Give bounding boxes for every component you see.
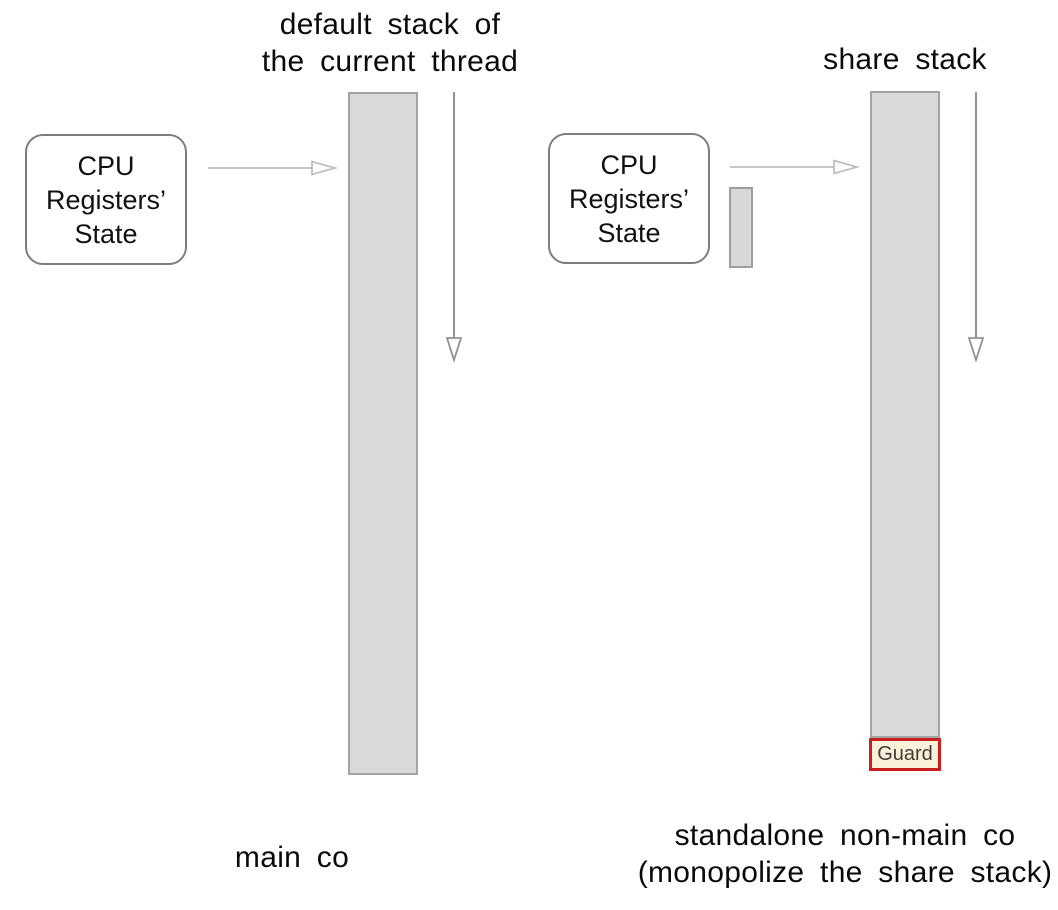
cpu-registers-box-right: CPU Registers’ State [548, 133, 710, 264]
share-stack-rect [870, 91, 940, 738]
guard-badge: Guard [869, 738, 941, 771]
main-co-caption: main co [234, 841, 350, 874]
guard-label: Guard [877, 743, 933, 765]
left-stack-title-line1: default stack of [279, 8, 501, 41]
standalone-co-caption: standalone non-main co (monopolize the s… [595, 817, 1058, 891]
standalone-co-caption-line1: standalone non-main co [674, 819, 1016, 852]
left-stack-title-line2: the current thread [261, 45, 519, 78]
flow-arrow-right-icon [730, 159, 860, 175]
cpu-box-line: Registers’ [45, 184, 167, 215]
cpu-registers-box-left: CPU Registers’ State [25, 134, 187, 265]
cpu-box-line: CPU [77, 150, 135, 181]
stack-growth-arrow-down-icon [445, 92, 463, 363]
standalone-co-caption-line2: (monopolize the share stack) [637, 856, 1053, 889]
cpu-box-line: Registers’ [568, 183, 690, 214]
cpu-box-line: CPU [600, 149, 658, 180]
cpu-box-line: State [597, 217, 661, 248]
left-stack-title: default stack of the current thread [240, 6, 540, 80]
default-stack-rect [348, 92, 418, 775]
flow-arrow-right-icon [208, 160, 338, 176]
stack-growth-arrow-down-icon [967, 92, 985, 363]
saved-stack-fragment-rect [729, 187, 753, 268]
cpu-box-line: State [74, 218, 138, 249]
share-stack-title: share stack [823, 43, 987, 76]
